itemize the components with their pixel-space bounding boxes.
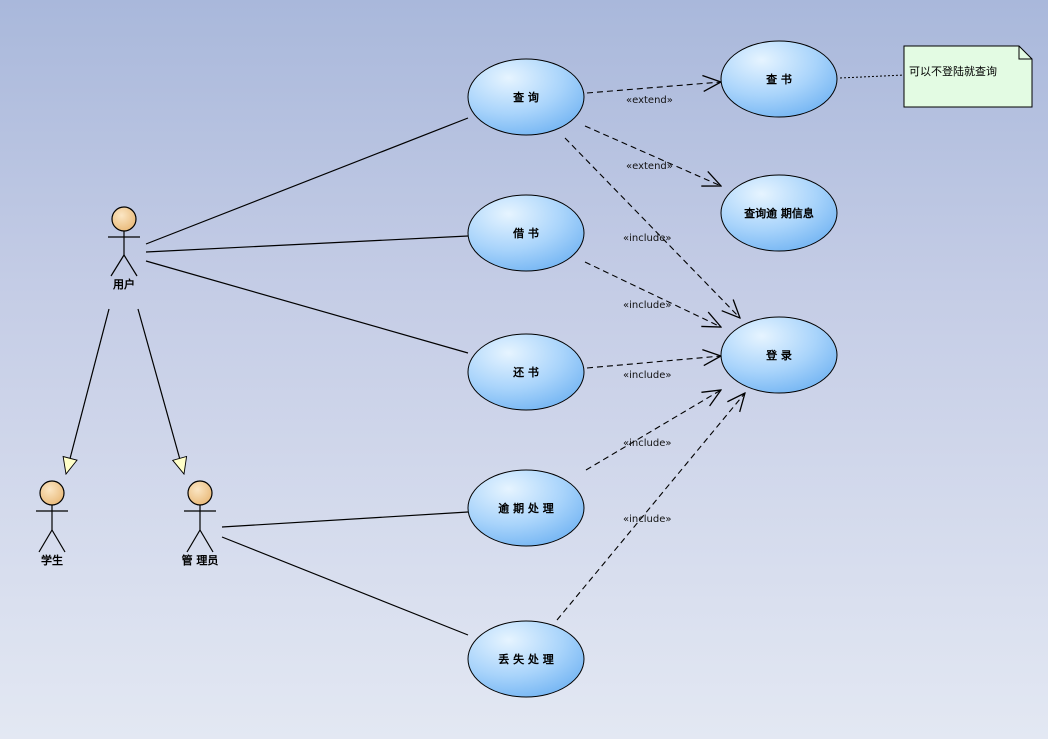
usecase-query-label: 查 询 (513, 90, 539, 104)
actor-student-head (39, 480, 65, 506)
actor-student[interactable]: 学生 (36, 480, 68, 567)
usecase-search-book[interactable]: 查 书 (720, 40, 838, 118)
generalizations (66, 308, 184, 474)
note-text: 可以不登陆就查询 (909, 64, 997, 78)
associations (145, 117, 469, 636)
usecase-overdue-label: 逾 期 处 理 (498, 501, 554, 515)
include-return-login (586, 356, 721, 369)
include-lost-login (556, 393, 745, 621)
note-connector (839, 74, 905, 79)
note[interactable]: 可以不登陆就查询 (903, 45, 1033, 108)
usecase-query-overdue-label: 查询逾 期信息 (744, 206, 814, 220)
label-extend-1: «extend» (626, 95, 673, 106)
extend-query-searchbook (586, 82, 721, 94)
actor-admin-head (187, 480, 213, 506)
actor-user-head (111, 206, 137, 232)
assoc-admin-lost (221, 536, 469, 636)
actor-user[interactable]: 用户 (108, 206, 140, 291)
dependencies (556, 82, 745, 621)
label-include-query: «include» (623, 233, 671, 244)
include-borrow-login (584, 261, 721, 327)
extend-query-overdueinfo (584, 125, 721, 186)
include-overdue-login (585, 390, 721, 471)
relation-labels: «extend» «extend» «include» «include» «i… (623, 95, 673, 525)
usecase-query-overdue[interactable]: 查询逾 期信息 (720, 174, 838, 252)
label-extend-2: «extend» (626, 161, 673, 172)
actor-user-label: 用户 (113, 277, 135, 291)
usecase-borrow[interactable]: 借 书 (467, 194, 585, 272)
usecase-return[interactable]: 还 书 (467, 333, 585, 411)
label-include-lost: «include» (623, 514, 671, 525)
gen-admin-user (137, 308, 184, 474)
usecase-login-label: 登 录 (765, 348, 792, 362)
usecase-return-label: 还 书 (512, 365, 539, 379)
assoc-admin-overdue (221, 511, 469, 528)
actor-admin-label: 管 理员 (182, 553, 219, 567)
usecase-search-book-label: 查 书 (766, 72, 792, 86)
gen-student-user (66, 308, 110, 474)
usecase-overdue[interactable]: 逾 期 处 理 (467, 469, 585, 547)
usecase-borrow-label: 借 书 (512, 226, 539, 240)
assoc-user-query (145, 117, 469, 245)
usecase-login[interactable]: 登 录 (720, 316, 838, 394)
usecase-lost[interactable]: 丢 失 处 理 (467, 620, 585, 698)
assoc-user-borrow (145, 235, 469, 253)
label-include-return: «include» (623, 370, 671, 381)
actor-admin[interactable]: 管 理员 (182, 480, 219, 567)
actor-student-label: 学生 (41, 553, 63, 567)
label-include-borrow: «include» (623, 300, 671, 311)
include-query-login (564, 137, 740, 318)
usecase-lost-label: 丢 失 处 理 (498, 652, 554, 666)
assoc-user-return (145, 260, 469, 354)
label-include-overdue: «include» (623, 438, 671, 449)
usecase-query[interactable]: 查 询 (467, 58, 585, 136)
